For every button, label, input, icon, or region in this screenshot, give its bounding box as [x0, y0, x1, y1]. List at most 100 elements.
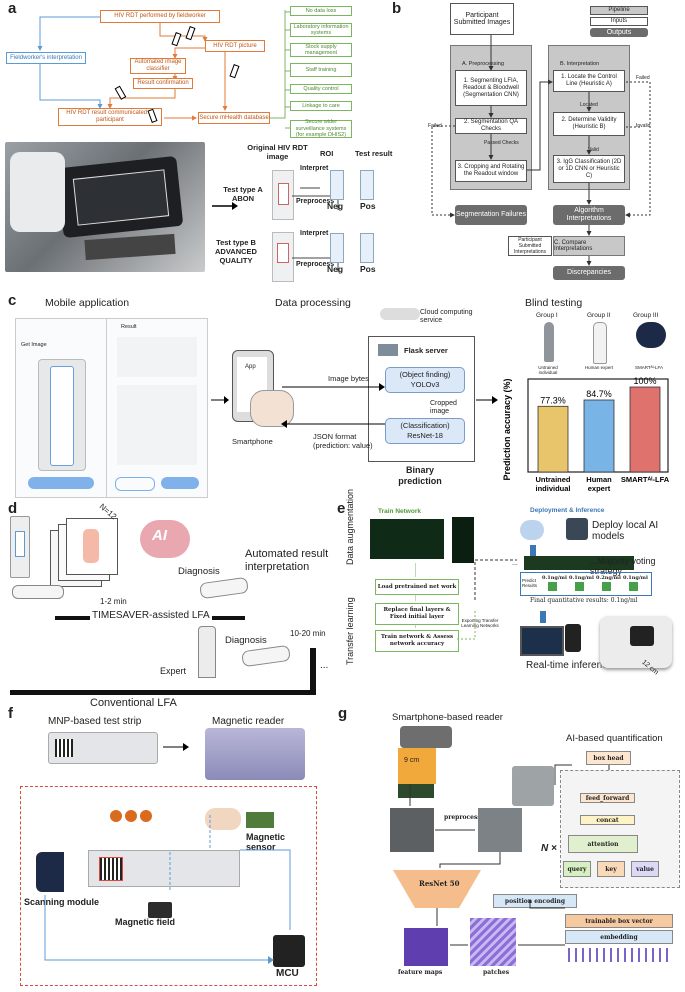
test-type-a: Test type A ABON: [223, 185, 263, 203]
nx-label: N ×: [541, 843, 557, 854]
interpretation-title: B. Interpretation: [560, 61, 600, 67]
dots: ...: [512, 560, 518, 567]
fieldworker-interp-box: Fieldworker's interpretation: [6, 52, 86, 64]
legend-outputs: Outputs: [590, 28, 648, 37]
roi-neg-a: [330, 170, 344, 200]
mhealth-db-box: Secure mHealth database: [198, 112, 270, 124]
deploy-local-label: Deploy local AI models: [592, 520, 659, 542]
box-head: box head: [586, 751, 631, 765]
legend-inputs: Inputs: [590, 17, 648, 26]
rdt-a-image: [272, 170, 294, 220]
app-button-3[interactable]: [161, 477, 199, 489]
image-stack-3: [66, 518, 118, 575]
panel-label-a: a: [8, 0, 17, 17]
smartphone-reader-title: Smartphone-based reader: [392, 712, 503, 723]
valid-label: Valid: [588, 147, 599, 153]
panel-a-process-arrows: [292, 187, 339, 272]
cropped-label: Cropped image: [430, 400, 457, 415]
train-network-title: Train Network: [378, 508, 421, 515]
validity-step: 2. Determine Validity (Heuristic B): [553, 112, 625, 136]
feed-forward: feed_forward: [580, 793, 635, 803]
accuracy-bar-chart: Prediction accuracy (%)77.3%Untrainedind…: [502, 376, 670, 493]
col-result: Test result: [355, 149, 393, 158]
sensor-photo: [246, 812, 274, 828]
query: query: [563, 861, 591, 877]
mnp-bead: [125, 810, 137, 822]
feature-maps-cube: [404, 928, 448, 966]
scanning-label: Scanning module: [24, 897, 100, 907]
benefit-item: Quality control: [290, 84, 352, 94]
mnp-bead: [140, 810, 152, 822]
check-icon: [548, 582, 557, 591]
panel-f-arrows: [44, 815, 291, 964]
app-button-1[interactable]: [28, 477, 94, 489]
app-screen-result: Result: [106, 318, 208, 498]
benefit-item: Secure wider surveillance systems (for e…: [290, 119, 352, 138]
magnetic-field-lines: [205, 808, 241, 830]
feature-maps-label: feature maps: [398, 969, 443, 976]
data-processing-title: Data processing: [275, 297, 351, 309]
check-icon: [602, 582, 611, 591]
size-label: 9 cm: [404, 757, 420, 764]
locate-step: 1. Locate the Control Line (Heuristic A): [553, 70, 625, 92]
panel-e-arrows: [415, 559, 517, 640]
server-icon: [378, 344, 398, 356]
conc-cell: 0.1ng/ml: [569, 575, 594, 581]
patches-block: [470, 918, 516, 966]
interpret-b: Interpret: [300, 230, 329, 237]
arrow-icon: [212, 202, 238, 210]
benefit-item: No data loss: [290, 6, 352, 16]
panel-label-f: f: [8, 705, 13, 722]
bar-value-label: 77.3%: [540, 395, 566, 405]
device-photo: [600, 616, 672, 668]
algo-interp-box: Algorithm Interpretations: [553, 205, 625, 225]
mobile-app-title: Mobile application: [45, 297, 130, 309]
reader-base: [398, 784, 434, 798]
roi-pos-b: [360, 233, 374, 263]
brain-icon: [520, 520, 544, 540]
resnet-label: ResNet 50: [419, 879, 460, 888]
panel-b-arrows: [431, 35, 651, 266]
result-communicated-box: HIV RDT result communicated to participa…: [58, 108, 162, 126]
step-train: Train network & Assess network accuracy: [375, 630, 459, 652]
interpret-a: Interpret: [300, 165, 329, 172]
expert-label: Expert: [160, 666, 187, 676]
group-2-label: Group II: [587, 312, 611, 319]
cloud-label: Cloud computing service: [420, 309, 473, 324]
get-image-label: Get Image: [21, 342, 47, 348]
neg-a: Neg: [327, 201, 344, 211]
ai-label: AI: [152, 527, 167, 544]
category-label: expert: [588, 484, 611, 493]
conc-cell: 0.2ng/ml: [596, 575, 621, 581]
sensor-label: Magnetic sensor: [246, 832, 286, 852]
embedding: embedding: [565, 930, 673, 944]
category-label: Human: [586, 475, 612, 484]
ai-brain-icon: [636, 322, 666, 348]
group-1-label: Group I: [536, 312, 558, 319]
result-label: Result: [121, 324, 137, 330]
discrepancies-box: Discrepancies: [553, 266, 625, 280]
exporting-label: Exporting Transfer Learning Networks: [461, 618, 499, 628]
category-label: individual: [535, 484, 570, 493]
flask-label: Flask server: [404, 346, 448, 355]
app-button-2[interactable]: [115, 477, 155, 491]
conventional-label: Conventional LFA: [90, 697, 177, 709]
reader-detail-frame: [20, 786, 317, 986]
rdt-b-image: [272, 232, 294, 282]
lfa-strip-icon: [10, 516, 30, 578]
y-axis-label: Prediction accuracy (%): [502, 378, 512, 480]
group-3-sub: SMARTᴬᴵ-LFA: [635, 365, 663, 370]
diagnosis-label-1: Diagnosis: [178, 566, 220, 577]
binary-prediction: Binary prediction: [398, 465, 442, 486]
benefit-item: Laboratory information systems: [290, 23, 352, 37]
gpu-icon: [566, 518, 588, 540]
reader-box: [398, 748, 436, 784]
trainable-box-vector: trainable box vector: [565, 914, 673, 928]
roi-pos-a: [360, 170, 374, 200]
preprocessed-image: [478, 808, 522, 852]
conventional-arrow: [10, 690, 316, 695]
expert-person-icon: [198, 626, 216, 678]
bar: [537, 405, 569, 473]
lfa-cassette-1: [199, 576, 249, 600]
field-label: Magnetic field: [115, 917, 176, 927]
